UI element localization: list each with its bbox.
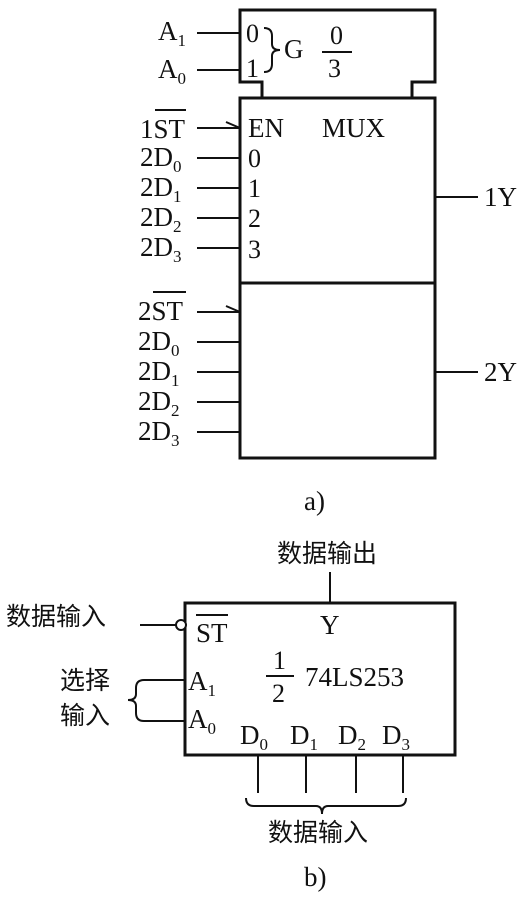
a1-input-label: A1 (188, 666, 216, 700)
chip-name: 74LS253 (305, 662, 404, 692)
st-label: ST (196, 618, 228, 648)
section1-inputs: 2D0 2D1 2D2 2D3 0 1 2 3 (140, 142, 261, 266)
select-label-line1: 选择 (60, 666, 110, 695)
diagram-b: 数据输出 数据输入 ST Y 选择 输入 A1 A0 1 2 74LS253 D… (6, 539, 457, 892)
frac-den: 2 (272, 679, 285, 708)
data-input-left-label: 数据输入 (6, 602, 106, 631)
st-inversion-bubble (175, 619, 187, 631)
d0-label-2: 2D0 (138, 326, 180, 360)
select-label-line2: 输入 (60, 701, 110, 730)
pin-3-label: 3 (248, 235, 261, 264)
frac-num: 1 (273, 646, 286, 675)
st2-label: 2ST (138, 296, 184, 326)
select-brace (127, 679, 145, 722)
mux-section-1 (238, 96, 437, 285)
st2-active-low-marker (225, 305, 241, 313)
a0-input-label: A0 (188, 704, 216, 738)
data-input-bottom-label: 数据输入 (268, 818, 368, 847)
output-1y-label: 1Y (484, 182, 517, 212)
diagram-a: A1 A0 0 1 G 0 3 EN MUX 1ST 2D0 2D1 2D2 2… (138, 8, 517, 516)
g-bit-0: 0 (246, 19, 259, 48)
d3-label-1: 2D3 (140, 232, 182, 266)
d3-input-label: D3 (382, 720, 410, 754)
d2-label-1: 2D2 (140, 202, 182, 236)
mux-label: MUX (322, 113, 386, 143)
d1-label-1: 2D1 (140, 172, 182, 206)
d1-input-label: D1 (290, 720, 318, 754)
g-label: G (284, 34, 304, 64)
d3-label-2: 2D3 (138, 416, 180, 450)
y-label: Y (320, 610, 340, 640)
a1-label: A1 (158, 16, 186, 50)
g-bit-1: 1 (246, 54, 259, 83)
d2-input-label: D2 (338, 720, 366, 754)
section2-inputs: 2D0 2D1 2D2 2D3 (138, 326, 240, 450)
st1-active-low-marker (225, 121, 241, 129)
g-brace (263, 27, 281, 73)
data-output-label: 数据输出 (277, 539, 377, 568)
pin-0-label: 0 (248, 144, 261, 173)
caption-a: a) (304, 486, 325, 516)
pin-2-label: 2 (248, 204, 261, 233)
caption-b: b) (304, 862, 327, 892)
a0-label: A0 (158, 54, 186, 88)
d0-label-1: 2D0 (140, 142, 182, 176)
g-frac-den: 3 (328, 54, 341, 83)
data-input-brace (245, 797, 407, 815)
st1-label: 1ST (140, 114, 186, 144)
d1-label-2: 2D1 (138, 356, 180, 390)
d2-label-2: 2D2 (138, 386, 180, 420)
pin-1-label: 1 (248, 174, 261, 203)
enable-label: EN (248, 113, 284, 143)
g-frac-num: 0 (330, 21, 343, 50)
chip-74ls253-box (183, 601, 457, 757)
d0-input-label: D0 (240, 720, 268, 754)
output-2y-label: 2Y (484, 357, 517, 387)
mux-section-2 (238, 281, 437, 460)
